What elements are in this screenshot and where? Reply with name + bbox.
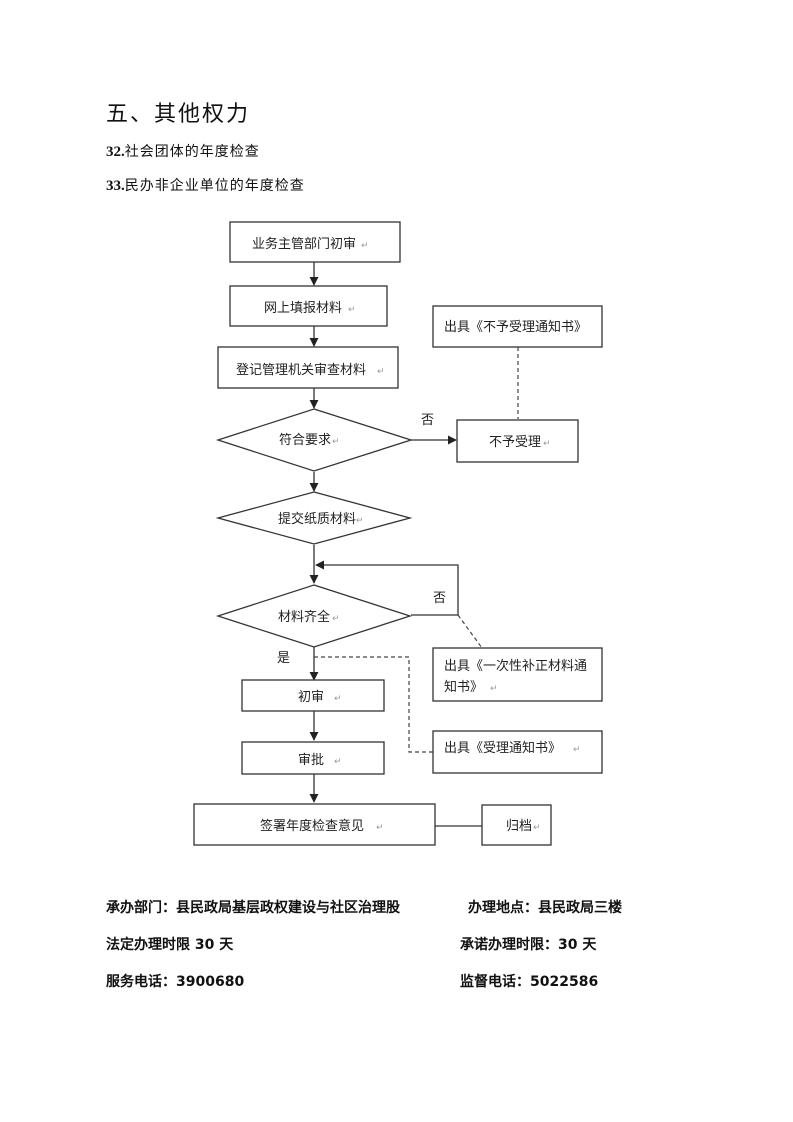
node-decision2: 材料齐全 ↵	[215, 584, 413, 648]
node-label: 归档	[506, 819, 532, 834]
section-title: 五、其他权力	[106, 102, 251, 127]
node-label: 不予受理	[489, 435, 541, 450]
paragraph-mark: ↵	[334, 757, 342, 767]
dashed-supplement-notice	[457, 614, 483, 649]
node-label: 提交纸质材料	[278, 511, 356, 527]
node-label: 登记管理机关审查材料	[236, 363, 366, 378]
node-label: 符合要求	[279, 432, 331, 448]
node-reject: 不予受理 ↵	[456, 419, 579, 463]
item-label: 民办非企业单位的年度检查	[124, 178, 305, 194]
node-step7: 签署年度检查意见 ↵	[193, 803, 436, 846]
paragraph-mark: ↵	[332, 614, 340, 624]
paragraph-mark: ↵	[332, 437, 340, 447]
promised-limit: 承诺办理时限：30 天	[460, 937, 597, 953]
node-label: 网上填报材料	[264, 301, 342, 316]
item-number: 33.	[106, 178, 125, 194]
node-reject-notice: 出具《不予受理通知书》	[432, 305, 603, 348]
node-label: 材料齐全	[278, 609, 330, 625]
item-33: 33.民办非企业单位的年度检查	[106, 175, 305, 195]
node-label-line1: 出具《一次性补正材料通	[444, 658, 587, 674]
node-supplement-notice: 出具《一次性补正材料通 知书》 ↵	[432, 647, 603, 702]
label-yes: 是	[277, 651, 290, 666]
node-step4: 提交纸质材料 ↵	[215, 491, 413, 545]
paragraph-mark: ↵	[490, 684, 498, 694]
node-step5: 初审 ↵	[241, 679, 385, 712]
arrow-decision2-loop	[315, 560, 459, 616]
paragraph-mark: ↵	[376, 823, 384, 833]
item-number: 32.	[106, 144, 125, 160]
department: 承办部门：县民政局基层政权建设与社区治理股	[106, 900, 400, 916]
node-label-line2: 知书》	[444, 679, 483, 695]
node-step3: 登记管理机关审查材料 ↵	[217, 346, 399, 389]
node-label: 初审	[298, 690, 324, 705]
paragraph-mark: ↵	[334, 694, 342, 704]
node-step2: 网上填报材料 ↵	[229, 285, 388, 327]
item-32: 32.社会团体的年度检查	[106, 141, 260, 161]
paragraph-mark: ↵	[361, 241, 369, 251]
node-step6: 审批 ↵	[241, 741, 385, 775]
paragraph-mark: ↵	[533, 823, 541, 833]
node-label: 出具《不予受理通知书》	[444, 319, 587, 335]
node-label: 签署年度检查意见	[260, 818, 364, 834]
node-accept-notice: 出具《受理通知书》 ↵	[432, 730, 603, 774]
paragraph-mark: ↵	[348, 305, 356, 315]
paragraph-mark: ↵	[356, 516, 364, 526]
node-decision1: 符合要求 ↵	[215, 408, 414, 472]
service-phone: 服务电话：3900680	[106, 974, 245, 990]
paragraph-mark: ↵	[543, 439, 551, 449]
node-label: 审批	[298, 753, 324, 768]
dashed-accept-notice	[314, 656, 433, 753]
node-label: 出具《受理通知书》	[444, 740, 561, 756]
node-label: 业务主管部门初审	[252, 236, 356, 252]
location: 办理地点：县民政局三楼	[468, 900, 622, 916]
supervision-phone: 监督电话：5022586	[460, 974, 599, 990]
label-no-2: 否	[433, 591, 446, 606]
label-no-1: 否	[421, 413, 434, 428]
paragraph-mark: ↵	[573, 745, 581, 755]
paragraph-mark: ↵	[377, 367, 385, 377]
item-label: 社会团体的年度检查	[124, 144, 260, 160]
node-step1: 业务主管部门初审 ↵	[229, 221, 401, 263]
legal-limit: 法定办理时限 30 天	[106, 937, 234, 953]
node-archive: 归档 ↵	[481, 804, 552, 846]
